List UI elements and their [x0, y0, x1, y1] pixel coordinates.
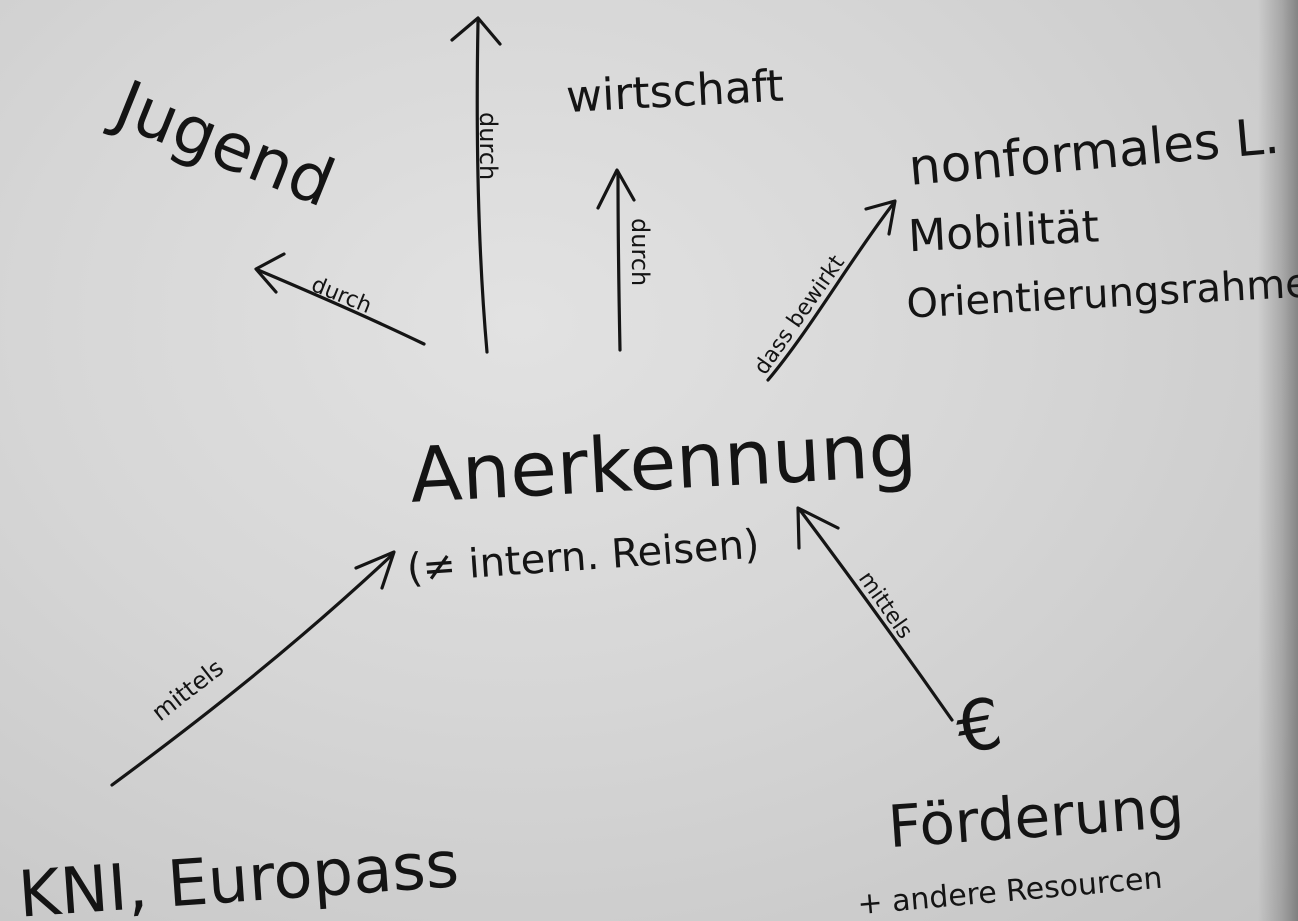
center-node-title: Anerkennung: [408, 404, 919, 519]
edge-label-from-bottom-left: mittels: [146, 654, 228, 727]
node-mobilitaet: Mobilität: [907, 201, 1100, 262]
edge-label-up-left: durch: [474, 112, 502, 180]
node-jugend: Jugend: [101, 64, 345, 222]
arrow-up-right: [596, 168, 636, 352]
edge-label-from-bottom-right: mittels: [853, 567, 917, 644]
arrow-from-bottom-left: [110, 550, 396, 787]
node-andere-resourcen: + andere Resourcen: [856, 861, 1164, 921]
node-wirtschaft: wirtschaft: [565, 61, 785, 123]
paper-edge-shadow: [1258, 0, 1298, 921]
center-node-subtitle: (≠ intern. Reisen): [405, 522, 761, 593]
edge-label-to-right: dass bewirkt: [749, 251, 850, 380]
arrow-to-right-node: [766, 199, 897, 382]
euro-symbol: €: [950, 682, 1008, 770]
node-orientierungsrahmen: Orientierungsrahmen: [905, 259, 1298, 327]
node-nonformales-lernen: nonformales L.: [906, 107, 1281, 197]
edge-label-to-jugend: durch: [308, 272, 375, 319]
edge-label-up-right: durch: [626, 218, 654, 286]
node-foerderung: Förderung: [886, 773, 1186, 862]
arrow-up-left: [450, 16, 502, 354]
arrow-from-bottom-right: [796, 506, 954, 722]
arrow-to-jugend: [254, 252, 426, 346]
node-kni-europass: KNI, Europass: [16, 828, 461, 921]
